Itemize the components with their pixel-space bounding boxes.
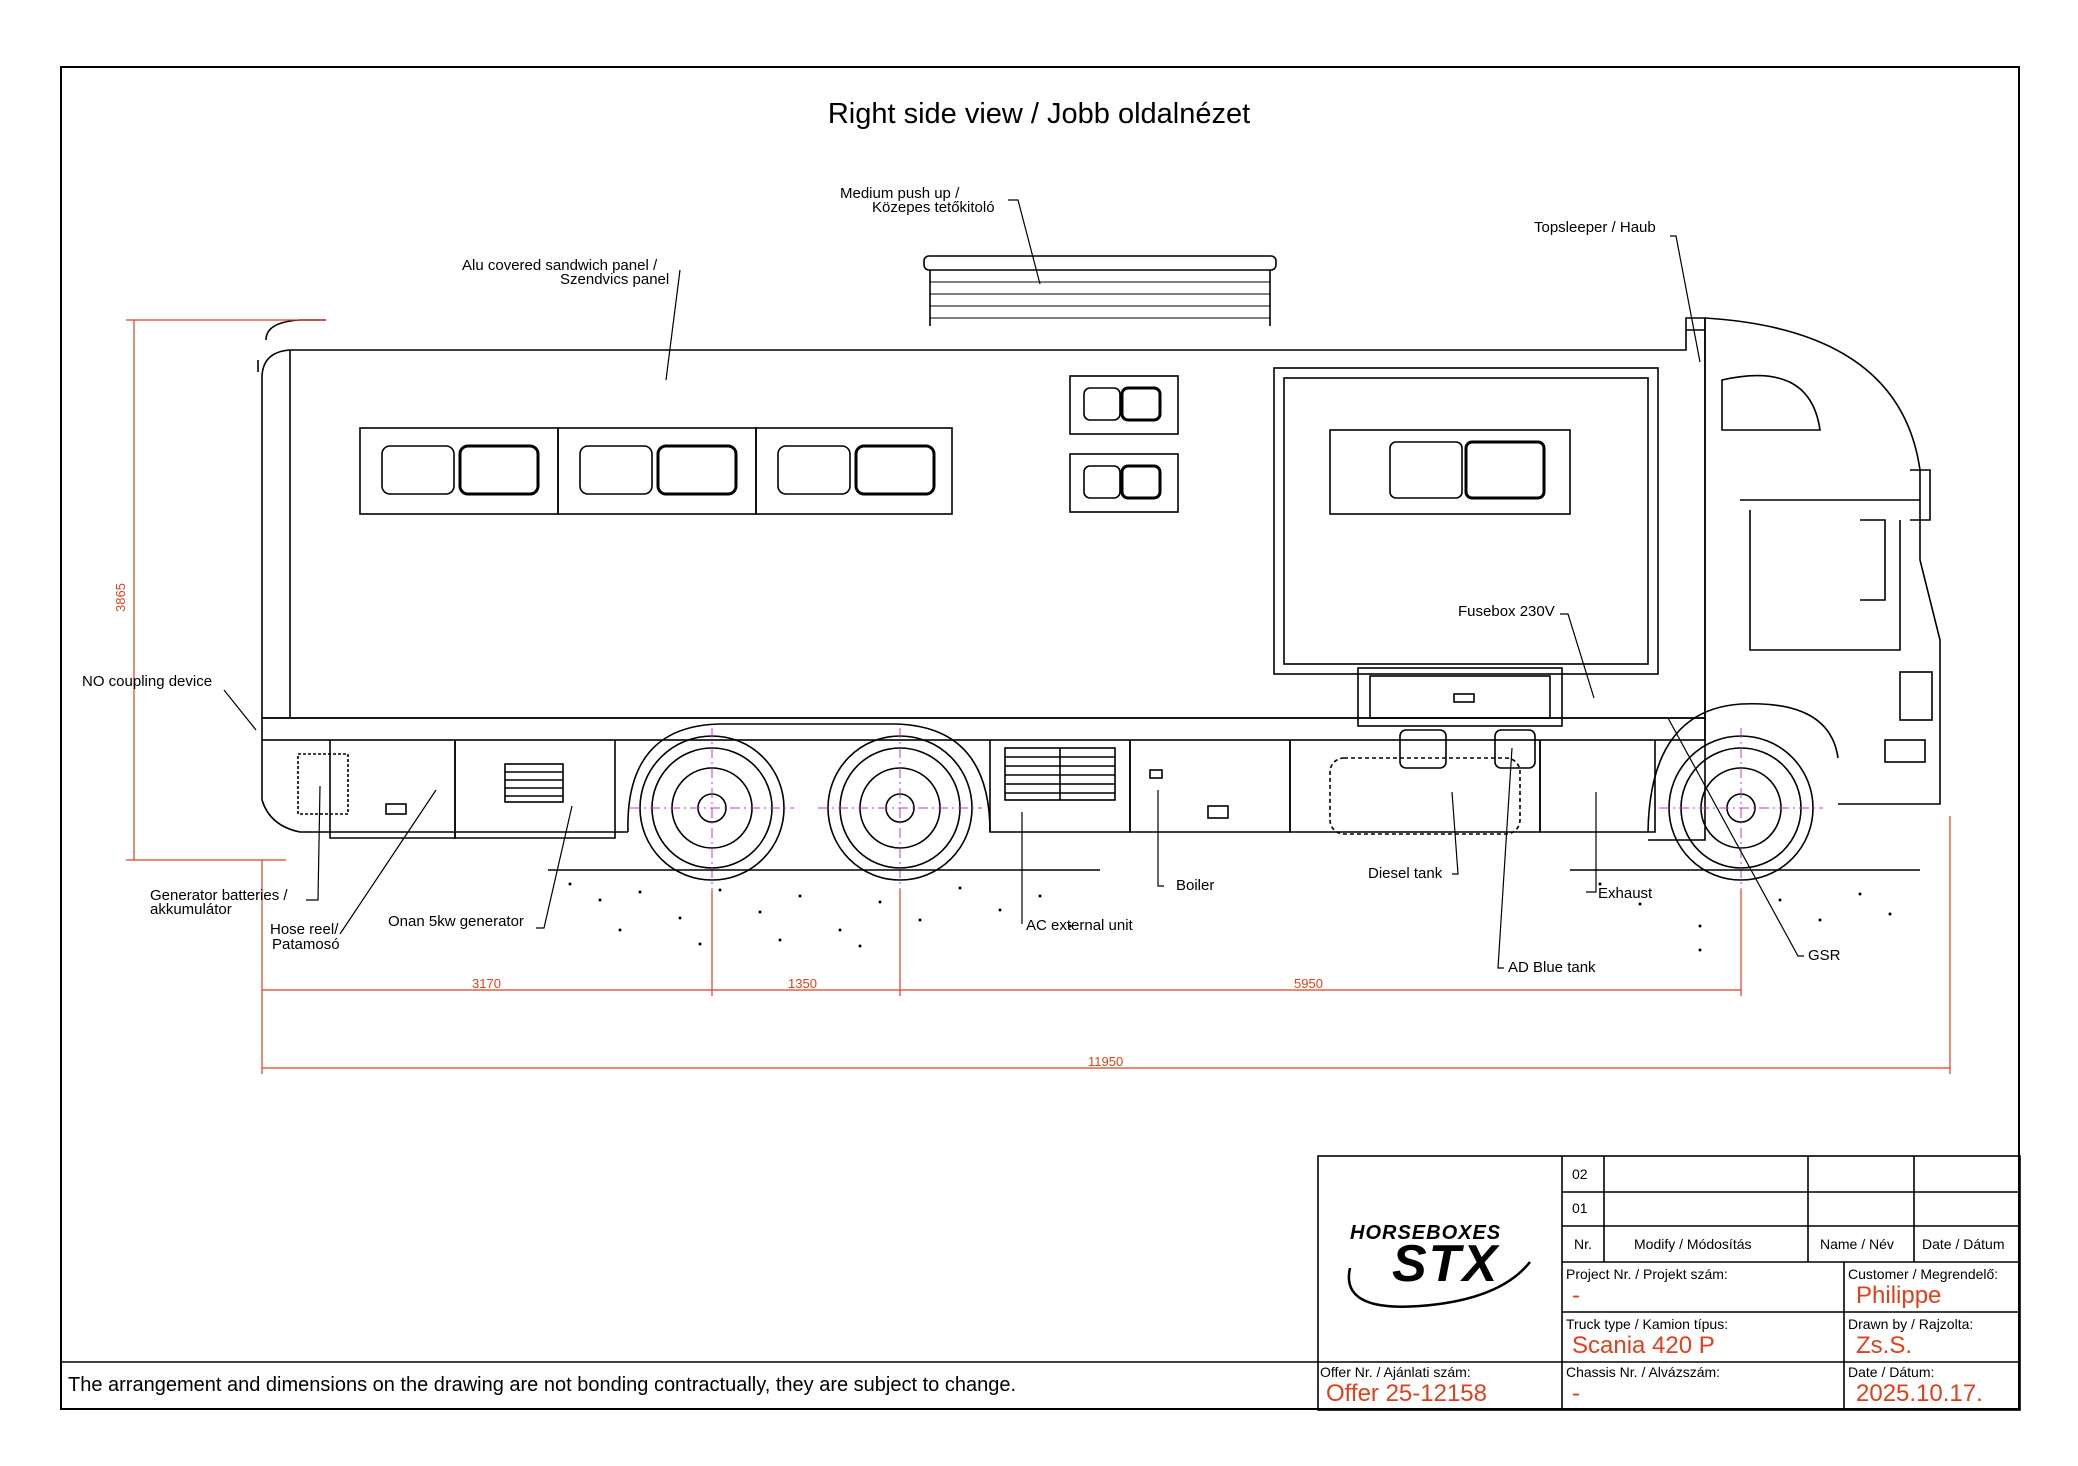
offer-label: Offer Nr. / Ajánlati szám: xyxy=(1320,1364,1471,1380)
dimension-axle-spacing: 1350 xyxy=(788,976,817,991)
label-akkumulator: akkumulátor xyxy=(150,901,232,918)
revision-01: 01 xyxy=(1572,1200,1588,1216)
dimension-wheelbase: 5950 xyxy=(1294,976,1323,991)
customer-value: Philippe xyxy=(1856,1282,1942,1309)
logo-horseboxes: HORSEBOXES xyxy=(1350,1222,1502,1244)
drawing-title: Right side view / Jobb oldalnézet xyxy=(827,98,1251,130)
header-nr: Nr. xyxy=(1574,1236,1592,1252)
label-onan-generator: Onan 5kw generator xyxy=(388,913,524,930)
ad-blue-cap xyxy=(1399,729,1447,769)
cab-window xyxy=(1749,510,1901,651)
label-patamoso: Patamosó xyxy=(272,936,340,953)
header-name: Name / Név xyxy=(1820,1236,1894,1252)
drawn-by-label: Drawn by / Rajzolta: xyxy=(1848,1316,1974,1332)
topsleeper-window xyxy=(1721,374,1821,431)
front-wheel-arch xyxy=(1647,702,1839,833)
label-ad-blue-tank: AD Blue tank xyxy=(1508,959,1596,976)
chassis-label: Chassis Nr. / Alvázszám: xyxy=(1566,1364,1721,1380)
truck-type-label: Truck type / Kamion típus: xyxy=(1566,1316,1729,1332)
box-body-outline xyxy=(261,317,1706,719)
project-value: - xyxy=(1572,1282,1580,1309)
chassis-skirt xyxy=(261,717,1706,741)
fusebox-compartment xyxy=(1357,667,1563,727)
diesel-tank-outline xyxy=(1329,757,1521,835)
small-window-top xyxy=(1069,375,1179,435)
date-value: 2025.10.17. xyxy=(1856,1380,1983,1407)
leader-lines xyxy=(223,199,1804,969)
rear-roof-curve xyxy=(265,319,326,341)
drawing-sheet-border xyxy=(60,66,2020,1410)
label-hose-reel: Hose reel/ xyxy=(270,921,339,938)
push-up-roof xyxy=(923,255,1277,271)
label-gsr: GSR xyxy=(1808,947,1841,964)
date-label: Date / Dátum: xyxy=(1848,1364,1935,1380)
logo-stx: STX xyxy=(1392,1235,1500,1293)
label-boiler: Boiler xyxy=(1176,877,1215,894)
drawn-by-value: Zs.S. xyxy=(1856,1332,1913,1359)
header-modify: Modify / Módosítás xyxy=(1634,1236,1752,1252)
ad-blue-tank-cap xyxy=(1494,729,1536,769)
label-topsleeper: Topsleeper / Haub xyxy=(1534,219,1656,236)
label-kozepes-tetokitolo: Közepes tetőkitoló xyxy=(872,199,995,216)
generator-batteries-box xyxy=(297,753,349,815)
revision-02: 02 xyxy=(1572,1166,1588,1182)
truck-type-value: Scania 420 P xyxy=(1572,1332,1715,1359)
label-alu-panel: Alu covered sandwich panel / xyxy=(462,257,658,274)
dimension-total-length: 11950 xyxy=(1088,1054,1124,1069)
chassis-value: - xyxy=(1572,1380,1580,1407)
ground-hatch xyxy=(568,882,1892,952)
slide-out-frame xyxy=(1273,367,1659,675)
label-ac-external-unit: AC external unit xyxy=(1026,917,1133,934)
label-szendvics-panel: Szendvics panel xyxy=(560,271,670,288)
project-label: Project Nr. / Projekt szám: xyxy=(1566,1266,1728,1282)
headlight xyxy=(1884,739,1926,763)
label-diesel-tank: Diesel tank xyxy=(1368,865,1443,882)
generator-locker xyxy=(454,740,616,839)
label-medium-push-up: Medium push up / xyxy=(840,185,960,202)
dimension-rear-overhang: 3170 xyxy=(472,976,501,991)
offer-value: Offer 25-12158 xyxy=(1326,1380,1488,1407)
tank-locker xyxy=(1289,740,1541,833)
small-window-bottom xyxy=(1069,453,1179,513)
box-body-top xyxy=(290,330,1687,351)
label-fusebox: Fusebox 230V xyxy=(1458,603,1555,620)
label-generator-batteries: Generator batteries / xyxy=(150,887,288,904)
disclaimer: The arrangement and dimensions on the dr… xyxy=(68,1374,1016,1396)
header-date: Date / Dátum xyxy=(1922,1236,2005,1252)
dimension-height: 3865 xyxy=(112,583,128,612)
label-exhaust: Exhaust xyxy=(1598,885,1653,902)
exhaust-locker xyxy=(1539,740,1656,833)
slide-out-window xyxy=(1329,429,1571,515)
dimension-lines xyxy=(126,319,1951,1074)
customer-label: Customer / Megrendelő: xyxy=(1848,1266,1999,1282)
cab-outline xyxy=(1704,317,1941,805)
title-block-grid xyxy=(60,1155,2021,1411)
logo-swoosh xyxy=(1347,1261,1531,1308)
label-no-coupling: NO coupling device xyxy=(82,673,213,690)
generator-vent xyxy=(504,763,564,803)
window-3 xyxy=(755,427,953,515)
